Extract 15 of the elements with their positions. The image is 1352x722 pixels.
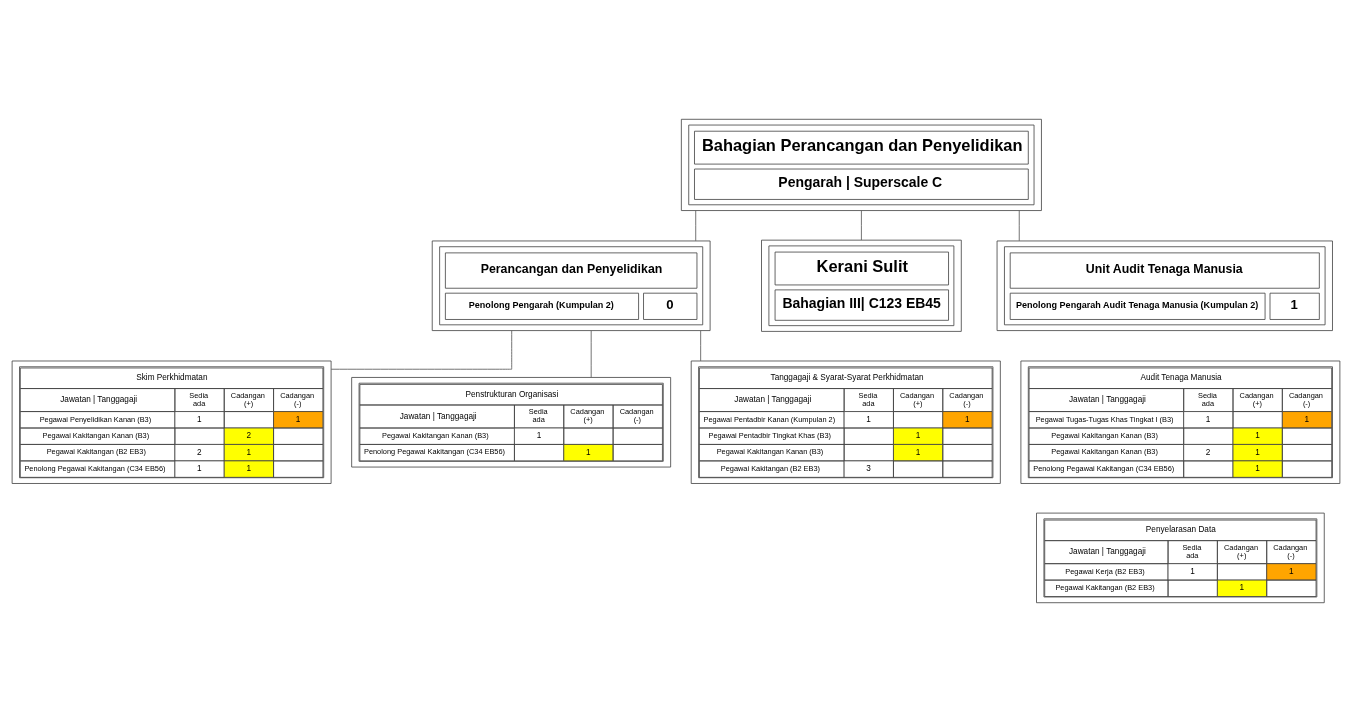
node-box: Tanggagaji & Syarat-Syarat Perkhidmatan Jawatan | Tanggagaji Sedia ada Cadangan (+) Cadangan (-) Pegawai Pentadbir Kanan (Kumpulan 2) 1 1 Pegawai Pentadbir Tingkat Khas (B3) 1 Pegawai Kakitangan Kanan (B3) 1 Pegawai Kakitangan (B2 EB3) 3 <box>690 360 1001 484</box>
connector <box>590 330 592 378</box>
connector <box>330 330 513 370</box>
connector <box>861 210 862 241</box>
node-box: Unit Audit Tenaga Manusia Penolong Pengarah Audit Tenaga Manusia (Kumpulan 2) 1 <box>996 240 1333 331</box>
connector <box>1018 210 1020 242</box>
connector <box>700 330 702 362</box>
node-box: Audit Tenaga Manusia Jawatan | Tanggagaji Sedia ada Cadangan (+) Cadangan (-) Pegawai Tugas-Tugas Khas Tingkat I (B3) 1 1 Pegawai Kakitangan Kanan (B3) 1 Pegawai Kakitangan Kanan (B3) 2 1 Penolong Pegawai Kakitangan (C34 EB56) 1 <box>1020 360 1341 484</box>
node-box: Penyelarasan Data Jawatan | Tanggagaji Sedia ada Cadangan (+) Cadangan (-) Pegawai Kerja (B2 EB3) 1 1 Pegawai Kakitangan (B2 EB3) 1 <box>1036 512 1325 604</box>
connector <box>695 210 697 242</box>
node-box: Penstrukturan Organisasi Jawatan | Tanggagaji Sedia ada Cadangan (+) Cadangan (-) Pegawai Kakitangan Kanan (B3) 1 Penolong Pegawai Kakitangan (C34 EB56) 1 <box>351 377 672 468</box>
node-box: Kerani Sulit Bahagian III| C123 EB45 <box>761 239 962 332</box>
node-box: Bahagian Perancangan dan Penyelidikan Pengarah | Superscale C <box>680 118 1042 211</box>
node-box: Perancangan dan Penyelidikan Penolong Pengarah (Kumpulan 2) 0 <box>431 240 711 331</box>
node-box: Skim Perkhidmatan Jawatan | Tanggagaji Sedia ada Cadangan (+) Cadangan (-) Pegawai Penyelidikan Kanan (B3) 1 1 Pegawai Kakitangan Kanan (B3) 2 Pegawai Kakitangan (B2 EB3) 2 1 Penolong Pegawai Kakitangan (C34 EB56) 1 1 <box>11 360 332 484</box>
